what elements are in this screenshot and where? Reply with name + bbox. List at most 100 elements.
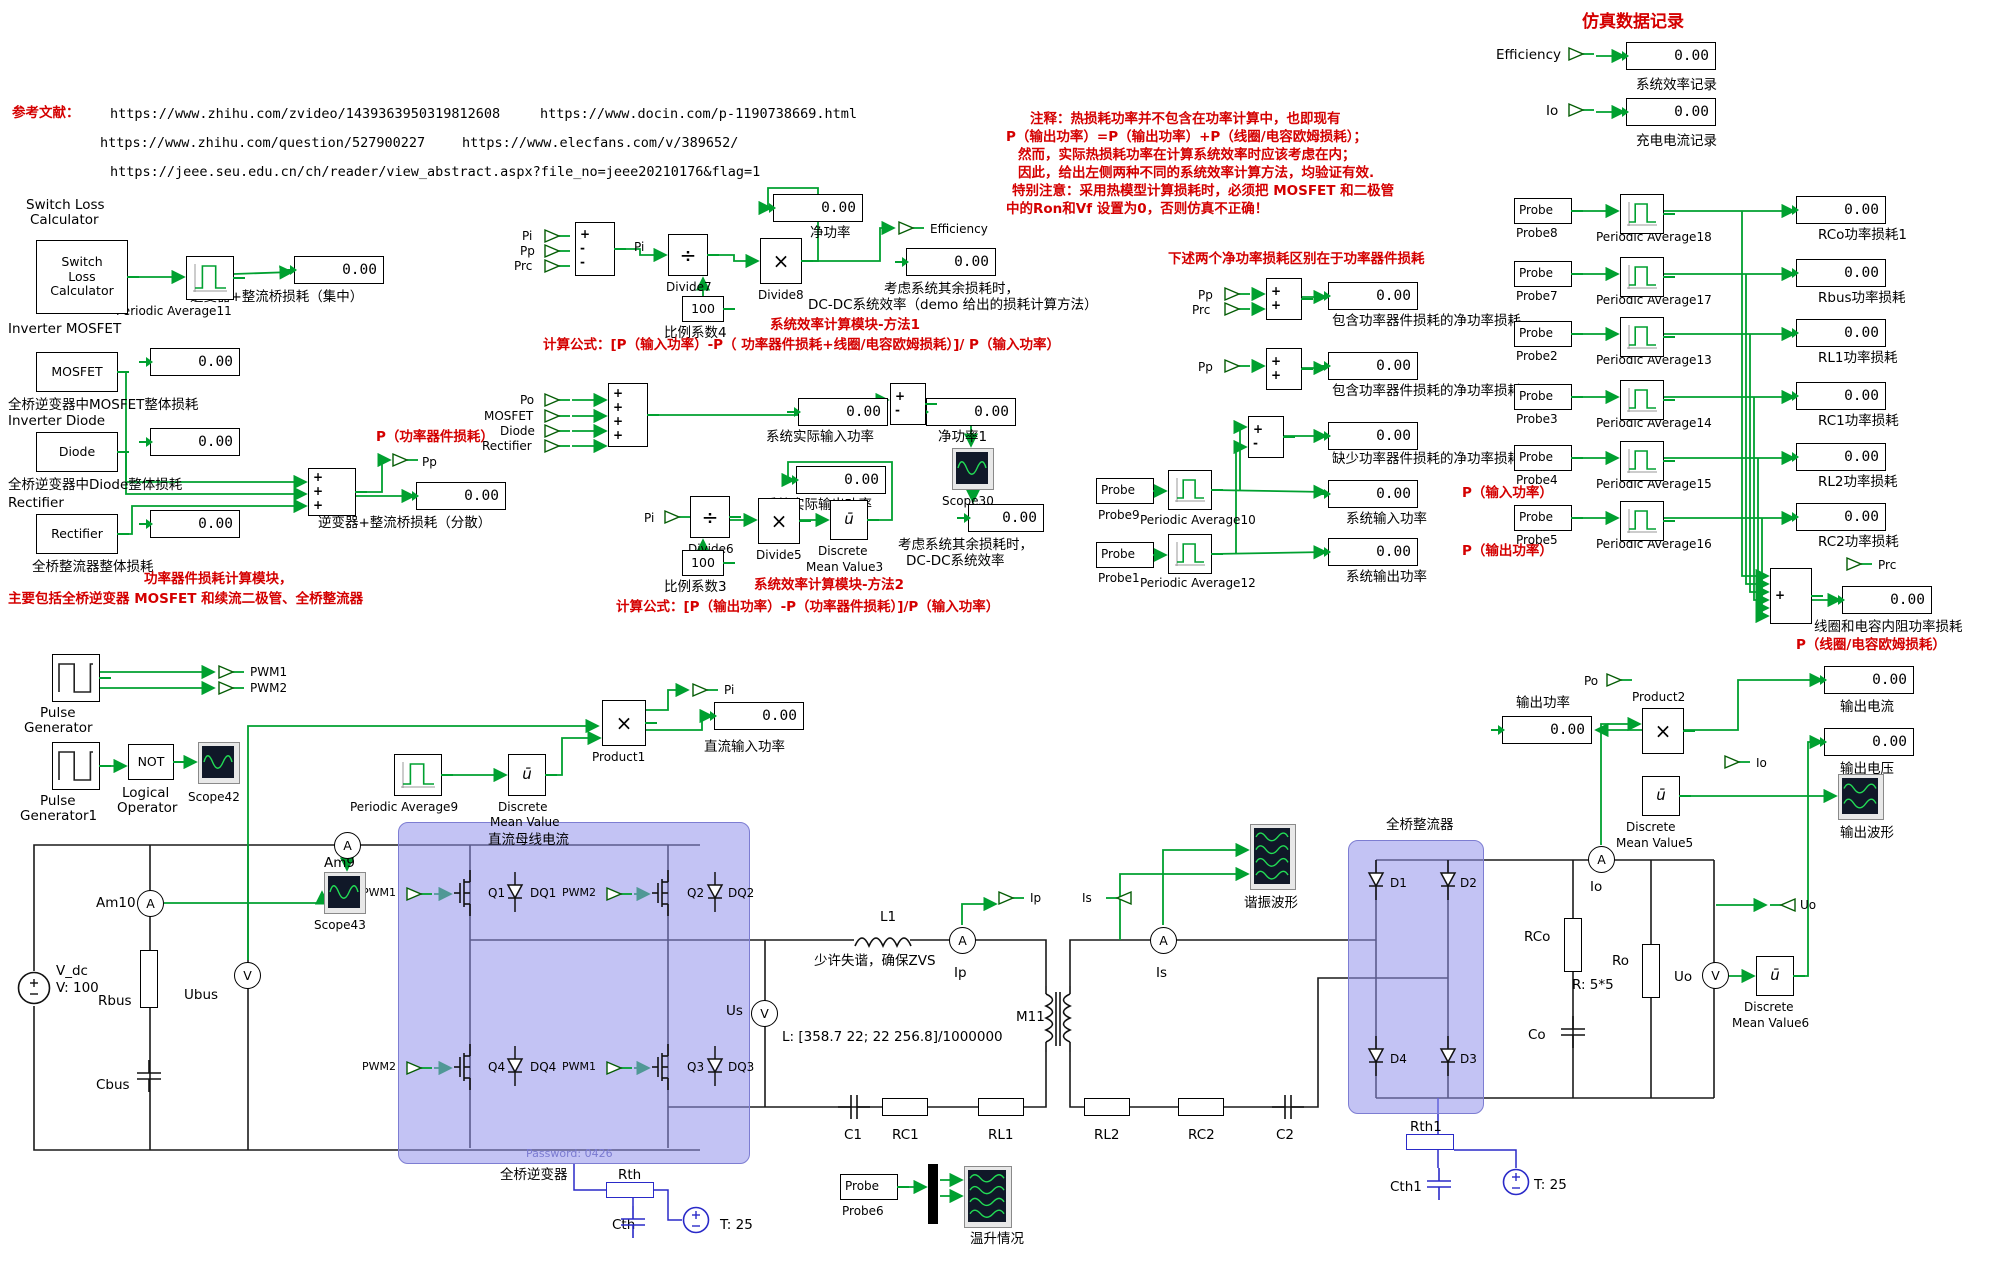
pwm2-gate2-port[interactable] [404,1060,434,1080]
ip-ammeter[interactable]: A [949,927,976,954]
co-capacitor[interactable] [1558,1016,1588,1052]
uo-in-port[interactable] [1768,897,1798,917]
probe6-block[interactable]: Probe [840,1174,909,1200]
scope43[interactable] [324,872,366,914]
pwm2-out-port[interactable] [216,680,246,700]
product2-block[interactable]: × [1642,708,1695,754]
display-coil-cap-loss[interactable]: 0.00 [1831,586,1932,614]
po-out-port[interactable] [1604,672,1634,692]
cth1-capacitor[interactable] [1424,1168,1454,1204]
divide6-block[interactable]: ÷ [690,496,741,538]
ip-out-port[interactable] [996,890,1026,910]
dq2-diode[interactable] [704,872,726,916]
divide5-block[interactable]: × [758,498,811,544]
display-sys-out[interactable]: 0.00 [1317,538,1418,566]
rco-resistor[interactable] [1564,918,1582,972]
c2-capacitor[interactable] [1272,1092,1304,1126]
prc-out-port[interactable] [1844,556,1874,576]
po-in-port[interactable] [542,392,572,412]
mosfet-in-port[interactable] [542,408,572,428]
probe4-block[interactable]: Probe [1514,445,1583,471]
periodic-average17[interactable] [1620,257,1675,297]
cbus-capacitor[interactable] [134,1060,164,1096]
scope42[interactable] [198,742,240,784]
periodic-average18[interactable] [1620,194,1675,234]
display-sys-input-power[interactable]: 0.00 [787,398,888,426]
output-wave-scope[interactable] [1838,774,1884,820]
prc-in2-port[interactable] [1222,301,1252,321]
io-out-port[interactable] [1722,754,1752,774]
discrete-mean-value3[interactable]: ū [830,500,879,540]
diode-loss-block[interactable]: Diode [36,432,129,472]
display-eff-method2[interactable]: 0.00 [957,504,1044,532]
periodic-average9[interactable] [394,754,453,796]
uo-voltmeter[interactable]: V [1702,962,1729,989]
q3-mosfet[interactable] [651,1044,683,1094]
display-rl1-loss[interactable]: 0.00 [1785,319,1886,347]
periodic-average11[interactable] [186,256,245,300]
t25-source-right[interactable] [1502,1168,1530,1200]
sum-net-power1[interactable]: + - [890,383,937,425]
discrete-mean-value6[interactable]: ū [1756,956,1805,996]
product1-block[interactable]: × [602,700,657,746]
pi-in-port[interactable] [542,228,572,248]
sum-netloss-incl1[interactable]: + + [1266,348,1313,390]
display-rco-loss[interactable]: 0.00 [1785,196,1886,224]
display-loss-concentrated[interactable]: 0.00 [283,256,384,284]
pp-in4-port[interactable] [1222,358,1252,378]
rl2-resistor[interactable] [1084,1098,1130,1116]
is-in-port[interactable] [1104,890,1134,910]
sum-net-power[interactable]: + - - [575,222,626,276]
discrete-mean-value[interactable]: ū [508,754,557,796]
efficiency-out-port[interactable] [896,220,926,240]
ro-resistor[interactable] [1642,944,1660,998]
io-record-port[interactable] [1566,102,1596,122]
mux-bar[interactable] [928,1164,938,1224]
rectifier-in-port[interactable] [542,438,572,458]
pi-in2-port[interactable] [662,509,692,529]
display-mosfet-loss[interactable]: 0.00 [139,348,240,376]
q1-mosfet[interactable] [453,870,485,920]
periodic-average10[interactable] [1168,470,1223,510]
pi-out2-port[interactable] [690,682,720,702]
sum-sys-input[interactable]: + + + + [608,383,659,447]
q4-mosfet[interactable] [453,1044,485,1094]
us-voltmeter[interactable]: V [751,1000,778,1027]
rbus-resistor[interactable] [140,950,158,1008]
display-net-power1[interactable]: 0.00 [915,398,1016,426]
dq1-diode[interactable] [504,872,526,916]
io-ammeter[interactable]: A [1588,846,1615,873]
l1-inductor[interactable] [854,930,912,954]
display-output-voltage[interactable]: 0.00 [1813,728,1914,756]
pulse-generator[interactable] [52,654,111,702]
t25-source-left[interactable] [682,1206,710,1238]
display-output-power[interactable]: 0.00 [1491,716,1592,744]
vdc-source[interactable] [17,971,51,1009]
temp-rise-scope[interactable] [964,1166,1012,1228]
rc2-resistor[interactable] [1178,1098,1224,1116]
d2-diode[interactable] [1437,860,1459,904]
sum-coil-cap-loss[interactable]: + [1770,568,1823,624]
display-output-current[interactable]: 0.00 [1813,666,1914,694]
dq4-diode[interactable] [504,1046,526,1090]
probe3-block[interactable]: Probe [1514,384,1583,410]
rth-resistor[interactable] [606,1182,654,1198]
pwm1-gate-port[interactable] [404,886,434,906]
probe2-block[interactable]: Probe [1514,321,1583,347]
am9-ammeter[interactable]: A [334,832,361,859]
probe8-block[interactable]: Probe [1514,198,1583,224]
mosfet-loss-block[interactable]: MOSFET [36,352,129,392]
pwm2-gate-port[interactable] [604,886,634,906]
display-netloss-incl1[interactable]: 0.00 [1317,352,1418,380]
diode-in-port[interactable] [542,423,572,443]
display-rc1-loss[interactable]: 0.00 [1785,382,1886,410]
c1-capacitor[interactable] [838,1092,870,1126]
d1-diode[interactable] [1365,860,1387,904]
rectifier-loss-block[interactable]: Rectifier [36,514,129,554]
not-block[interactable]: NOT [128,744,185,780]
display-rectifier-loss[interactable]: 0.00 [139,510,240,538]
display-rc2-loss[interactable]: 0.00 [1785,503,1886,531]
periodic-average16[interactable] [1620,501,1675,541]
coef3-block[interactable]: 100 [682,550,735,576]
display-rl2-loss[interactable]: 0.00 [1785,443,1886,471]
